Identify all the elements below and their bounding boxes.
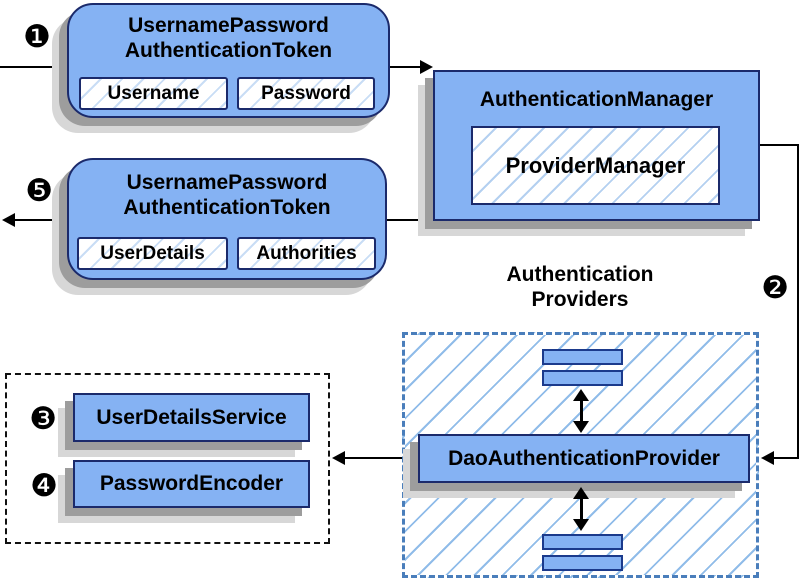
arrowhead-right-icon: [420, 60, 433, 74]
authentication-providers-label-line2: Providers: [531, 288, 629, 311]
services-container: [5, 373, 330, 544]
response-out-line: [14, 219, 67, 221]
step-3-badge: ❸: [29, 401, 57, 437]
double-arrow-up-icon: [573, 487, 589, 499]
provider-stack-bar: [542, 349, 623, 365]
provider-manager-box: ProviderManager: [471, 126, 720, 205]
manager-to-provider-line-bottom: [774, 457, 799, 459]
step-2-badge: ❷: [761, 270, 789, 306]
token-response-title-line2: AuthenticationToken: [123, 196, 331, 219]
provider-stack-bar: [542, 555, 623, 571]
dao-to-services-line: [344, 457, 418, 459]
authentication-manager-title: AuthenticationManager: [479, 88, 714, 111]
username-password-token-response-box: UsernamePassword AuthenticationToken Use…: [67, 158, 387, 280]
password-encoder-box: PasswordEncoder: [73, 460, 310, 508]
manager-to-provider-line-top: [759, 144, 799, 146]
authentication-manager-box: AuthenticationManager ProviderManager: [433, 70, 760, 221]
authentication-providers-label: Authentication Providers: [460, 262, 700, 312]
token-to-manager-line: [388, 66, 421, 68]
authorities-field-box: Authorities: [237, 237, 376, 270]
arrowhead-left-icon: [761, 451, 774, 465]
request-in-line: [0, 66, 67, 68]
step-5-badge: ❺: [25, 173, 53, 209]
username-field-box: Username: [79, 77, 228, 110]
double-arrow-down-icon: [573, 421, 589, 433]
manager-to-provider-line-vertical: [797, 144, 799, 459]
manager-to-token-line: [385, 219, 434, 221]
provider-stack-bar: [542, 370, 623, 386]
user-details-service-box: UserDetailsService: [73, 393, 310, 442]
double-arrow-up-icon: [573, 389, 589, 401]
token-request-title-line2: AuthenticationToken: [124, 39, 333, 62]
authentication-providers-label-line1: Authentication: [506, 263, 654, 286]
double-arrow-line: [580, 497, 583, 521]
user-details-field-box: UserDetails: [77, 237, 228, 270]
provider-stack-bar: [542, 534, 623, 550]
step-4-badge: ❹: [30, 468, 58, 504]
password-field-box: Password: [237, 77, 375, 110]
arrowhead-left-icon: [332, 451, 345, 465]
dao-authentication-provider-box: DaoAuthenticationProvider: [418, 434, 750, 483]
double-arrow-line: [580, 399, 583, 423]
username-password-token-request-box: UsernamePassword AuthenticationToken Use…: [67, 3, 390, 118]
double-arrow-down-icon: [573, 519, 589, 531]
step-1-badge: ❶: [23, 19, 51, 55]
token-response-title-line1: UsernamePassword: [126, 171, 328, 194]
arrowhead-left-icon: [2, 213, 15, 227]
token-request-title-line1: UsernamePassword: [128, 14, 329, 37]
